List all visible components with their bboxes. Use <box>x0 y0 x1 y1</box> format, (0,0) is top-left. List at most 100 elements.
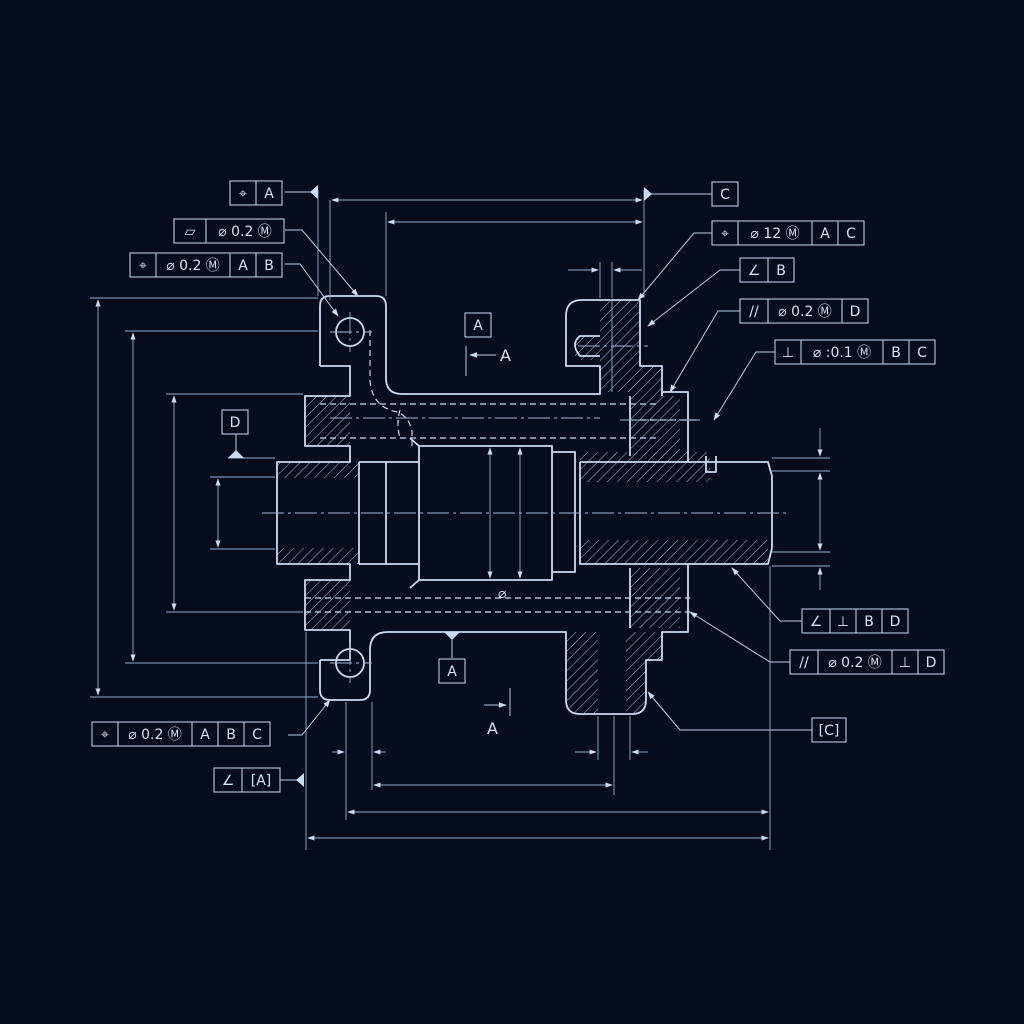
frame-cell <box>243 721 271 747</box>
frame-cell-text: B <box>226 727 236 743</box>
frame-cell <box>155 252 231 278</box>
frame-cell <box>774 339 802 365</box>
fcf-angle-b: ∠B <box>739 257 795 283</box>
frame-cell-text: ⌀ 0.2 Ⓜ <box>166 258 220 274</box>
svg-text:A: A <box>473 318 483 334</box>
part-outline <box>276 295 773 715</box>
fcf-datum-c: C <box>711 181 739 207</box>
frame-cell-text: ⌖ <box>721 226 729 242</box>
frame-cell-text: ⌀ 0.2 Ⓜ <box>218 224 272 240</box>
frame-cell-text: D <box>890 614 901 630</box>
fcf-flat-02: ▱⌀ 0.2 Ⓜ <box>173 218 285 244</box>
datum-triangle-d <box>228 450 244 458</box>
center-mark: ⌀ <box>498 586 507 602</box>
frame-cell <box>908 339 936 365</box>
bottom-dimensions <box>305 566 771 850</box>
frame-cell-text: B <box>264 258 274 274</box>
frame-cell-text: ⌀ 12 Ⓜ <box>750 226 799 242</box>
frame-cell <box>91 721 119 747</box>
leader-lines <box>280 191 812 781</box>
frame-cell <box>217 721 245 747</box>
datum-arrow-a <box>310 185 318 199</box>
frame-cell-text: ⌖ <box>239 186 247 202</box>
frame-cell-text: [C] <box>819 723 840 739</box>
frame-cell-text: ⊥ <box>837 614 849 630</box>
top-dimensions <box>317 190 645 392</box>
datum-boxes: A D A <box>221 312 492 684</box>
frame-cell <box>255 180 283 206</box>
frame-cell <box>811 717 847 743</box>
frame-cell-text: B <box>776 263 786 279</box>
frame-cell <box>801 608 831 634</box>
section-label-bottom: A <box>487 719 498 738</box>
frame-cell <box>811 220 839 246</box>
frame-cell <box>205 218 285 244</box>
frame-cell-text: C <box>720 187 730 203</box>
frame-cell-text: // <box>749 304 759 320</box>
frame-cell <box>173 218 207 244</box>
frame-cell <box>837 220 865 246</box>
frame-cell-text: // <box>799 655 809 671</box>
fcf-pos-a: ⌖A <box>229 180 283 206</box>
frame-cell-text: ⌀ 0.2 Ⓜ <box>828 655 882 671</box>
frame-cell <box>882 339 910 365</box>
frame-cell <box>711 220 739 246</box>
center-lines <box>262 312 790 683</box>
frame-cell <box>800 339 884 365</box>
datum-box-a-top: A <box>464 312 492 338</box>
fcf-par-02-d: // ⌀ 0.2 Ⓜ D <box>739 298 869 324</box>
frame-cell <box>817 649 893 675</box>
frame-cell-text: A <box>238 258 248 274</box>
fcf-par-02-perp-d: //⌀ 0.2 Ⓜ⊥D <box>789 649 945 675</box>
frame-cell-text: ⌖ <box>139 258 147 274</box>
frame-cell <box>213 767 243 793</box>
right-dimensions <box>772 428 830 590</box>
vertical-dimensions <box>90 297 523 698</box>
frame-cell-text: B <box>891 345 901 361</box>
hidden-lines <box>305 330 700 613</box>
frame-cell-text: D <box>850 304 861 320</box>
frame-cell-text: ⌀ 0.2 Ⓜ <box>778 304 832 320</box>
datum-box-a-bottom: A <box>438 658 466 684</box>
frame-cell <box>241 767 281 793</box>
frame-cell-text: ⌖ <box>101 727 109 743</box>
frame-cell <box>739 298 769 324</box>
section-indicators: A A ⌀ <box>465 346 511 738</box>
frame-cell-text: A <box>200 727 210 743</box>
frame-cell-text: A <box>264 186 274 202</box>
frame-cell-text: B <box>864 614 874 630</box>
frame-cell <box>255 252 283 278</box>
section-label-top: A <box>500 346 511 365</box>
frame-cell-text: ⌀ :0.1 Ⓜ <box>813 345 871 361</box>
frame-cell-text: C <box>252 727 262 743</box>
svg-text:D: D <box>230 415 241 431</box>
fcf-c-bracket: [C] <box>811 717 847 743</box>
fcf-angle-a: ∠[A] <box>213 767 281 793</box>
frame-cell <box>191 721 219 747</box>
frame-cell-text: ∠ <box>222 773 235 789</box>
frame-cell <box>881 608 909 634</box>
frame-cell <box>917 649 945 675</box>
frame-cell <box>767 298 843 324</box>
frame-cell-text: ⌀ 0.2 Ⓜ <box>128 727 182 743</box>
frame-cell-text: C <box>917 345 927 361</box>
frame-cell-text: C <box>846 226 856 242</box>
frame-cell <box>841 298 869 324</box>
frame-cell-text: A <box>820 226 830 242</box>
svg-text:A: A <box>447 664 457 680</box>
frame-cell <box>739 257 769 283</box>
frame-cell-text: ⊥ <box>782 345 794 361</box>
datum-markers <box>228 185 652 787</box>
datum-box-d: D <box>221 409 249 435</box>
frame-cell <box>711 181 739 207</box>
frame-cell-text: ⊥ <box>899 655 911 671</box>
frame-cell-text: ∠ <box>810 614 823 630</box>
frame-cell-text: ∠ <box>748 263 761 279</box>
